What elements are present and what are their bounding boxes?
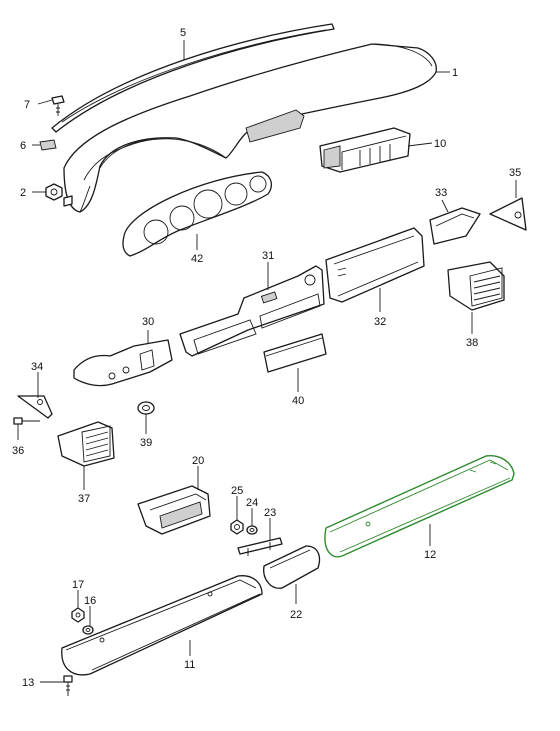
callout-23: 23 <box>264 507 276 519</box>
callout-13: 13 <box>22 677 34 689</box>
part-37-left-vent[interactable] <box>57 421 115 467</box>
callout-labels: 5 1 7 6 2 10 42 33 35 31 32 38 30 40 34 … <box>12 27 521 689</box>
callout-32: 32 <box>374 316 386 328</box>
callout-34: 34 <box>31 361 43 373</box>
leader-lines <box>17 40 517 683</box>
part-42-instrument-surround[interactable] <box>122 171 273 257</box>
part-34-corner-cover[interactable] <box>17 395 53 419</box>
part-22-end-cap[interactable] <box>263 545 321 589</box>
part-39-grommet[interactable] <box>137 401 155 415</box>
callout-39: 39 <box>140 437 152 449</box>
part-1-dashboard[interactable] <box>63 43 437 213</box>
callout-42: 42 <box>191 253 203 265</box>
part-38-right-vent[interactable] <box>447 261 505 311</box>
part-7-screw[interactable] <box>51 95 65 116</box>
callout-31: 31 <box>262 250 274 262</box>
part-40-cover-panel[interactable] <box>263 333 327 373</box>
part-24-washer[interactable] <box>246 525 258 535</box>
part-25-nut[interactable] <box>230 519 244 535</box>
callout-24: 24 <box>246 497 258 509</box>
callout-16: 16 <box>84 595 96 607</box>
callout-40: 40 <box>292 395 304 407</box>
callout-20: 20 <box>192 455 204 467</box>
callout-38: 38 <box>466 337 478 349</box>
part-33-trim-piece[interactable] <box>429 207 481 245</box>
part-5-trim-strip[interactable] <box>51 23 335 133</box>
callout-10: 10 <box>434 138 446 150</box>
callout-1: 1 <box>452 67 458 79</box>
callout-37: 37 <box>78 493 90 505</box>
callout-33: 33 <box>435 187 447 199</box>
callout-35: 35 <box>509 167 521 179</box>
part-12-knee-pad-right[interactable] <box>324 455 515 558</box>
callout-2: 2 <box>20 187 26 199</box>
callout-7: 7 <box>24 99 30 111</box>
part-13-screw[interactable] <box>63 675 73 696</box>
part-2-nut[interactable] <box>45 183 73 207</box>
part-16-washer[interactable] <box>82 625 94 635</box>
callout-6: 6 <box>20 140 26 152</box>
callout-36: 36 <box>12 445 24 457</box>
callout-17: 17 <box>72 579 84 591</box>
part-20-housing[interactable] <box>137 485 211 535</box>
part-17-nut[interactable] <box>71 607 85 623</box>
part-10-center-vent[interactable] <box>319 127 411 173</box>
part-23-bracket[interactable] <box>237 537 283 556</box>
callout-11: 11 <box>184 659 195 671</box>
part-31-console-panel[interactable] <box>179 265 325 357</box>
callout-12: 12 <box>424 549 436 561</box>
part-35-corner-cover[interactable] <box>489 197 527 231</box>
part-36-screw[interactable] <box>13 417 40 425</box>
part-11-knee-pad-left[interactable] <box>61 575 263 676</box>
callout-30: 30 <box>142 316 154 328</box>
callout-25: 25 <box>231 485 243 497</box>
part-6-clip[interactable] <box>39 139 57 151</box>
part-32-glovebox-lid[interactable] <box>325 227 425 303</box>
callout-22: 22 <box>290 609 302 621</box>
callout-5: 5 <box>180 27 186 39</box>
part-30-lower-left-panel[interactable] <box>73 339 173 387</box>
